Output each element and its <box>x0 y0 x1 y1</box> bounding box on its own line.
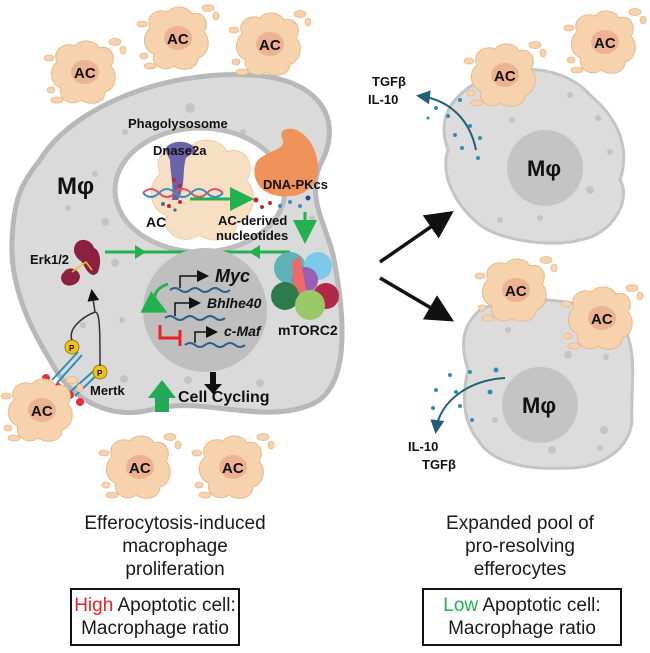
nucleotides-label-1: AC-derived <box>218 213 287 228</box>
right-caption: Expanded pool of pro-resolving efferocyt… <box>446 513 594 580</box>
increase-green-arrow-icon <box>148 380 176 412</box>
erk-icon <box>61 239 101 286</box>
down-black-arrow-icon <box>204 372 222 394</box>
svg-text:Myc: Myc <box>215 266 250 286</box>
low-label: Low <box>443 595 479 616</box>
apoptotic-cell: AC <box>191 433 275 499</box>
ac-dna-icon <box>142 188 224 198</box>
top-right-macrophage: Mφ TGFβ IL-10 <box>368 67 626 245</box>
dnase2a-label: Dnase2a <box>153 143 207 158</box>
cytokine-secretion-arrow <box>430 377 506 434</box>
cytokine-tgfb-label: TGFβ <box>422 457 456 472</box>
dna-pkcs-icon <box>254 128 319 197</box>
macrophage-label: Mφ <box>57 173 94 200</box>
nucleotides-label-2: nucleotides <box>216 228 288 243</box>
apoptotic-cell: AC <box>474 256 558 322</box>
low-ratio-box: Low Apoptotic cell: Macrophage ratio <box>422 588 622 646</box>
gene-c-maf: c-Maf <box>184 323 262 348</box>
apoptotic-cell: AC <box>136 4 220 70</box>
high-label: High <box>74 595 114 616</box>
cytokine-dots <box>431 367 499 422</box>
nucleus <box>502 367 578 443</box>
svg-text:AC: AC <box>167 31 189 48</box>
dnase2a-icon <box>165 141 196 200</box>
svg-text:c-Maf: c-Maf <box>224 323 262 339</box>
svg-text:AC: AC <box>594 35 616 52</box>
dna-pkcs-label: DNA-PKcs <box>263 177 328 192</box>
mertk-label: Mertk <box>90 383 125 398</box>
svg-text:P: P <box>97 369 103 378</box>
cytokine-il10-label: IL-10 <box>408 439 438 454</box>
apoptotic-cell: AC <box>98 433 182 499</box>
svg-text:AC: AC <box>494 68 516 85</box>
myc-activates-bhlhe40-arrow <box>140 282 169 313</box>
svg-text:AC: AC <box>591 311 613 328</box>
svg-text:AC: AC <box>505 283 527 300</box>
macrophage-label: Mφ <box>522 393 556 418</box>
svg-text:Bhlhe40: Bhlhe40 <box>207 295 262 311</box>
cytoplasm-granules <box>65 103 315 387</box>
cell-cycling-label: Cell Cycling <box>178 389 270 406</box>
apoptotic-cell: AC <box>560 284 644 350</box>
arrow-to-top-right <box>379 211 454 264</box>
inner-ac-label: AC <box>146 214 166 230</box>
nucleotides-icon <box>253 195 311 209</box>
svg-text:AC: AC <box>31 403 53 420</box>
erk-label: Erk1/2 <box>30 252 69 267</box>
apoptotic-cell: AC <box>0 376 84 442</box>
macrophage-label: Mφ <box>527 156 561 181</box>
apoptotic-cell: AC <box>228 10 312 76</box>
gene-bhlhe40: Bhlhe40 <box>164 295 262 321</box>
cytokine-secretion-arrow <box>416 90 477 151</box>
svg-text:P: P <box>69 344 75 353</box>
bhlhe40-inhibits-cmaf-bar <box>158 325 182 346</box>
apoptotic-cell: AC <box>463 41 547 107</box>
left-macrophage: Mφ Phagolysosome Dnase2a AC DNA-PKcs AC-… <box>9 72 345 416</box>
svg-text:AC: AC <box>259 37 281 54</box>
svg-text:AC: AC <box>222 460 244 477</box>
left-caption: Efferocytosis-induced macrophage prolife… <box>84 513 266 580</box>
phagolysosome-label: Phagolysosome <box>128 116 228 131</box>
arrow-to-bottom-right <box>379 276 455 322</box>
mtorc2-label: mTORC2 <box>278 322 338 338</box>
apoptotic-cell: AC <box>43 38 127 104</box>
cytokine-il10-label: IL-10 <box>368 92 398 107</box>
nucleus <box>143 248 267 372</box>
cytokine-dots <box>426 98 482 160</box>
cytokine-tgfb-label: TGFβ <box>372 74 406 89</box>
mtorc2-icon <box>271 252 339 320</box>
nucleus <box>507 130 583 206</box>
high-ratio-box: High Apoptotic cell: Macrophage ratio <box>70 588 240 646</box>
svg-text:AC: AC <box>74 65 96 82</box>
svg-text:AC: AC <box>129 460 151 477</box>
gene-myc: Myc <box>169 266 250 293</box>
apoptotic-cell: AC <box>563 8 647 74</box>
